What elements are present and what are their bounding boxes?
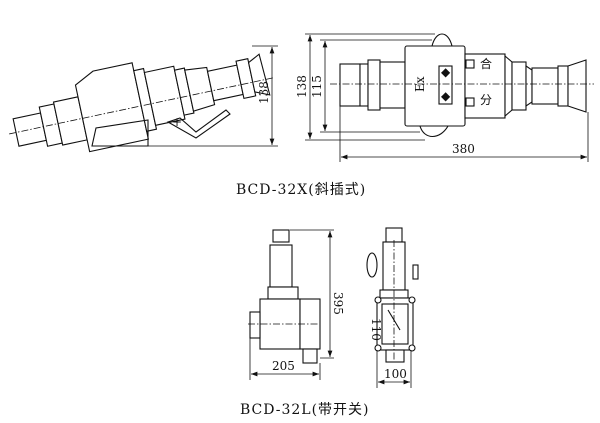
- bcd-32x-front-view: ◆ ◆ Ex 合 分 138 115 380: [295, 33, 594, 162]
- caption-bcd-32l: BCD-32L(带开关): [240, 402, 370, 418]
- pivot-cross-icon: +: [172, 115, 182, 129]
- caption-bcd-32x: BCD-32X(斜插式): [236, 182, 366, 198]
- dim-height-138: 138: [257, 81, 271, 104]
- label-open: 分: [480, 93, 492, 107]
- bcd-32l-front-view: 110 100: [366, 227, 419, 388]
- bcd-32l-side-view: 395 205: [248, 229, 345, 380]
- label-close: 合: [480, 56, 492, 71]
- dim-height-110: 110: [369, 318, 383, 341]
- dim-width-205: 205: [272, 359, 295, 373]
- dim-outer-height-138: 138: [295, 75, 309, 98]
- dim-inner-height-115: 115: [310, 75, 324, 98]
- bcd-32x-side-view: + 138: [9, 45, 278, 153]
- dim-height-395: 395: [331, 292, 345, 315]
- dim-width-100: 100: [384, 367, 407, 381]
- diamond-icon: ◆: [441, 89, 451, 103]
- dim-length-380: 380: [452, 142, 475, 156]
- diamond-icon: ◆: [441, 65, 451, 79]
